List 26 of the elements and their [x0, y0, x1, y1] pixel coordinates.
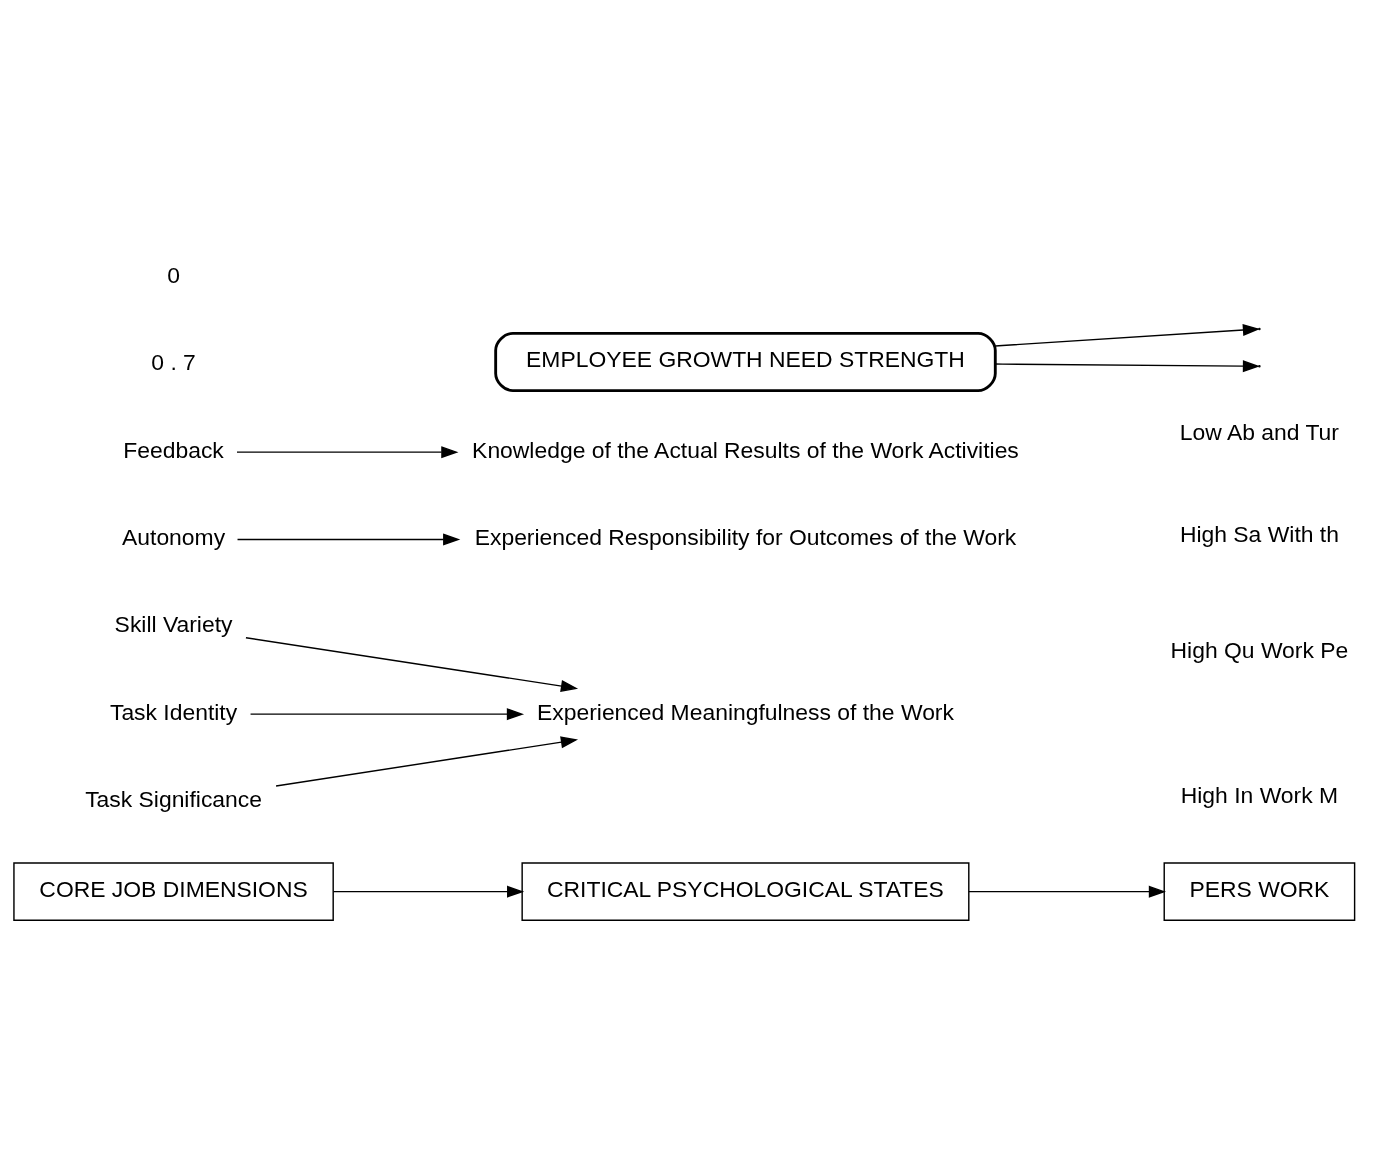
label: 0 [167, 261, 180, 288]
arrow [332, 885, 525, 898]
node-box: CRITICAL PSYCHOLOGICAL STATES [521, 862, 970, 921]
node-text: High Qu Work Pe [1170, 637, 1349, 664]
node-text: Knowledge of the Actual Results of the Work Activities [472, 436, 1019, 463]
arrow [236, 446, 459, 459]
node-text: High Sa With th [1179, 521, 1339, 548]
arrow [968, 885, 1166, 898]
node-text: Feedback [123, 436, 224, 463]
label: 0 . 7 [151, 349, 196, 376]
arrow [249, 708, 525, 721]
node-box: CORE JOB DIMENSIONS [13, 862, 334, 921]
node-text: Autonomy [122, 523, 226, 550]
node-text: Experienced Responsibility for Outcomes of the Work [474, 523, 1017, 550]
arrow [245, 636, 579, 692]
node-text: High In Work M [1180, 781, 1339, 808]
node-box: EMPLOYEE GROWTH NEED STRENGTH [494, 331, 997, 392]
node-box: PERS WORK [1163, 862, 1356, 921]
node-text: Task Identity [109, 698, 238, 725]
node-text: Experienced Meaningfulness of the Work [537, 698, 954, 725]
arrow [275, 736, 579, 787]
arrow [236, 533, 461, 546]
node-text: Low Ab and Tur [1179, 419, 1339, 446]
arrow [994, 360, 1261, 373]
node-text: Skill Variety [114, 611, 233, 638]
node-text: Task Significance [85, 785, 262, 812]
